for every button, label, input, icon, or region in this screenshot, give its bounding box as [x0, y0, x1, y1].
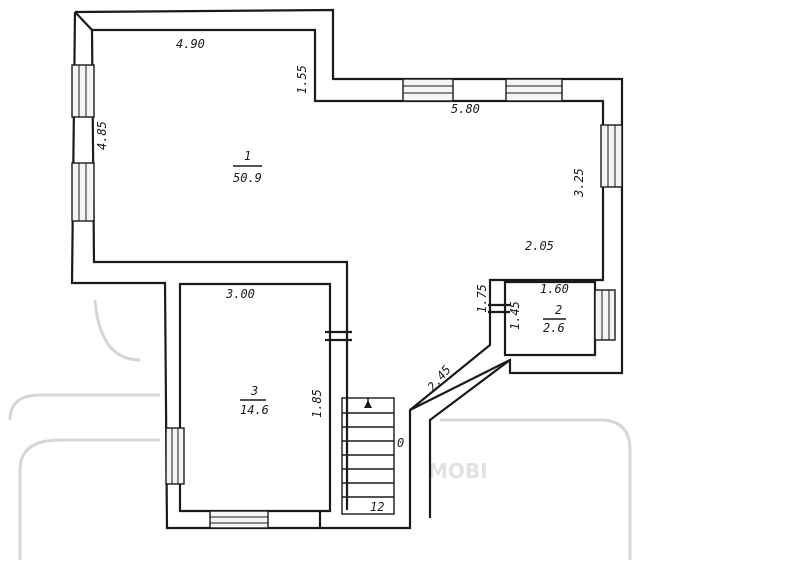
dim-top-right-width: 5.80 — [451, 102, 480, 116]
room-3-area: 14.6 — [240, 403, 269, 417]
window-right-room2 — [594, 289, 616, 341]
window-top-right — [505, 78, 563, 102]
dimension-labels: 4.90 1.55 5.80 4.85 3.25 2.05 1.75 1.60 … — [95, 37, 586, 418]
dim-room3-width: 3.00 — [225, 287, 255, 301]
dim-room2-wall: 1.75 — [475, 284, 489, 313]
window-top-middle — [402, 78, 454, 102]
room-3-label: 3 14.6 — [240, 384, 269, 417]
dim-room3-height: 1.85 — [310, 389, 324, 418]
dim-room2-width: 1.60 — [540, 282, 569, 296]
dim-top-left-width: 4.90 — [176, 37, 205, 51]
staircase: 0 12 — [341, 397, 404, 515]
room-2-number: 2 — [555, 303, 562, 317]
window-room3-left — [165, 427, 185, 485]
dim-room2-height: 1.45 — [508, 301, 522, 330]
room-2-area: 2.6 — [543, 321, 565, 335]
room-3-number: 3 — [250, 384, 258, 398]
room-2-label: 2 2.6 — [543, 303, 566, 335]
door-marks — [325, 303, 510, 342]
dim-right-lower-width: 2.05 — [525, 239, 554, 253]
room-labels: 1 50.9 2 2.6 3 14.6 — [233, 149, 566, 417]
background-ghost-lines: MOBI — [8, 299, 632, 560]
room-1-number: 1 — [244, 149, 251, 163]
windows — [71, 64, 623, 529]
room-1-area: 50.9 — [233, 171, 262, 185]
window-room3-bottom — [209, 510, 269, 529]
window-left-lower — [71, 162, 95, 222]
window-left-upper — [71, 64, 95, 118]
room-1-label: 1 50.9 — [233, 149, 262, 185]
stair-side-label: 0 — [397, 436, 404, 450]
window-right-upper — [600, 124, 623, 188]
watermark-text: MOBI — [428, 459, 488, 483]
dim-notch-height: 1.55 — [295, 65, 309, 94]
dim-left-height: 4.85 — [95, 121, 109, 150]
stair-bottom-label: 12 — [370, 500, 384, 514]
dim-right-height: 3.25 — [572, 168, 586, 198]
